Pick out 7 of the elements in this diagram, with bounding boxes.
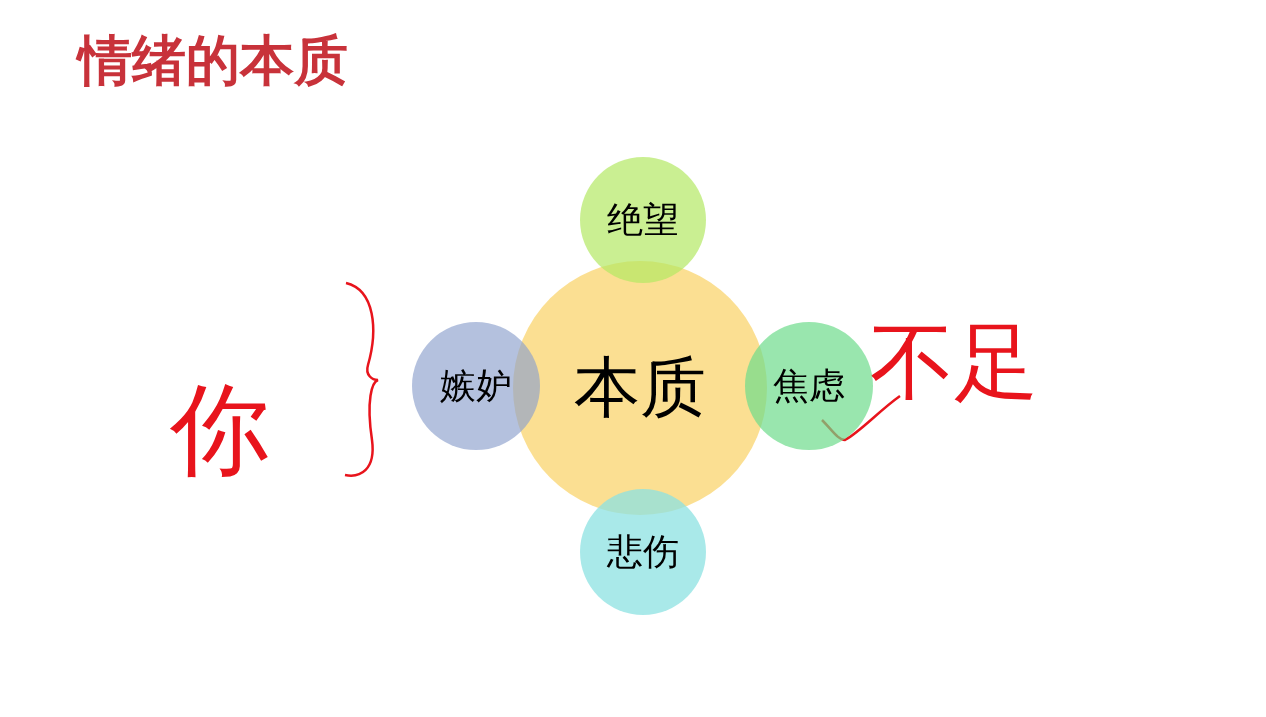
circle-label: 悲伤 xyxy=(607,534,679,570)
circle-label: 焦虑 xyxy=(773,368,845,404)
circle-label: 本质 xyxy=(574,355,706,421)
handwritten-note: 不足 xyxy=(870,320,1038,404)
handwritten-note: 你 xyxy=(170,380,270,480)
circle-label: 嫉妒 xyxy=(440,368,512,404)
circle-label: 绝望 xyxy=(607,202,679,238)
